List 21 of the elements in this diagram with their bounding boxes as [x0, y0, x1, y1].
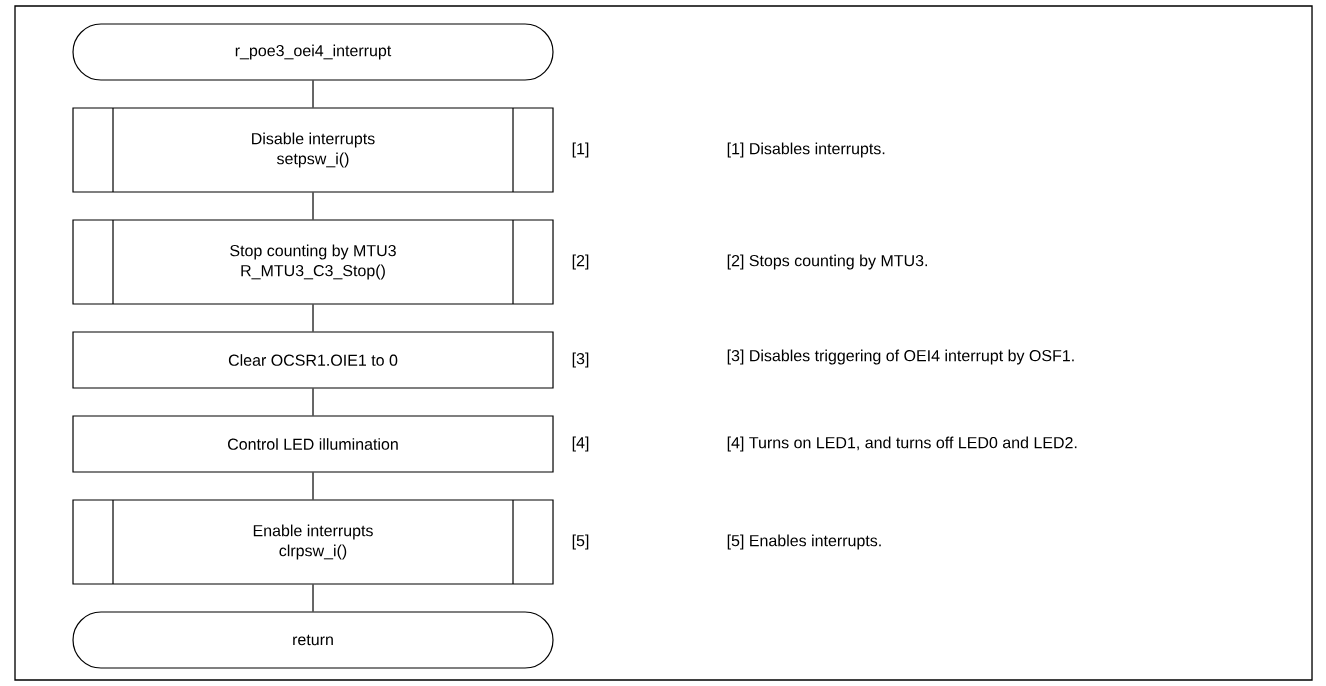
subroutine-box: Enable interrupts clrpsw_i() — [72, 499, 554, 585]
connector-line — [312, 584, 314, 612]
step-description: [5] Enables interrupts. — [727, 534, 881, 550]
process-box: Control LED illumination — [72, 415, 554, 473]
step-description: [3] Disables triggering of OEI4 interrupt by OSF1. — [727, 349, 1074, 365]
connector-line — [312, 192, 314, 220]
connector-line — [312, 80, 314, 108]
step-number: [4] — [572, 436, 589, 452]
connector-line — [312, 304, 314, 332]
step-description: [4] Turns on LED1, and turns off LED0 and LED2. — [727, 436, 1077, 452]
step-number: [3] — [572, 352, 589, 368]
step-number: [5] — [572, 534, 589, 550]
subroutine-box: Stop counting by MTU3 R_MTU3_C3_Stop() — [72, 219, 554, 305]
connector-line — [312, 472, 314, 500]
process-box: Clear OCSR1.OIE1 to 0 — [72, 331, 554, 389]
step-description: [2] Stops counting by MTU3. — [727, 254, 927, 270]
step-number: [1] — [572, 142, 589, 158]
step-description: [1] Disables interrupts. — [727, 142, 885, 158]
step-number: [2] — [572, 254, 589, 270]
connector-line — [312, 388, 314, 416]
subroutine-box: Disable interrupts setpsw_i() — [72, 107, 554, 193]
